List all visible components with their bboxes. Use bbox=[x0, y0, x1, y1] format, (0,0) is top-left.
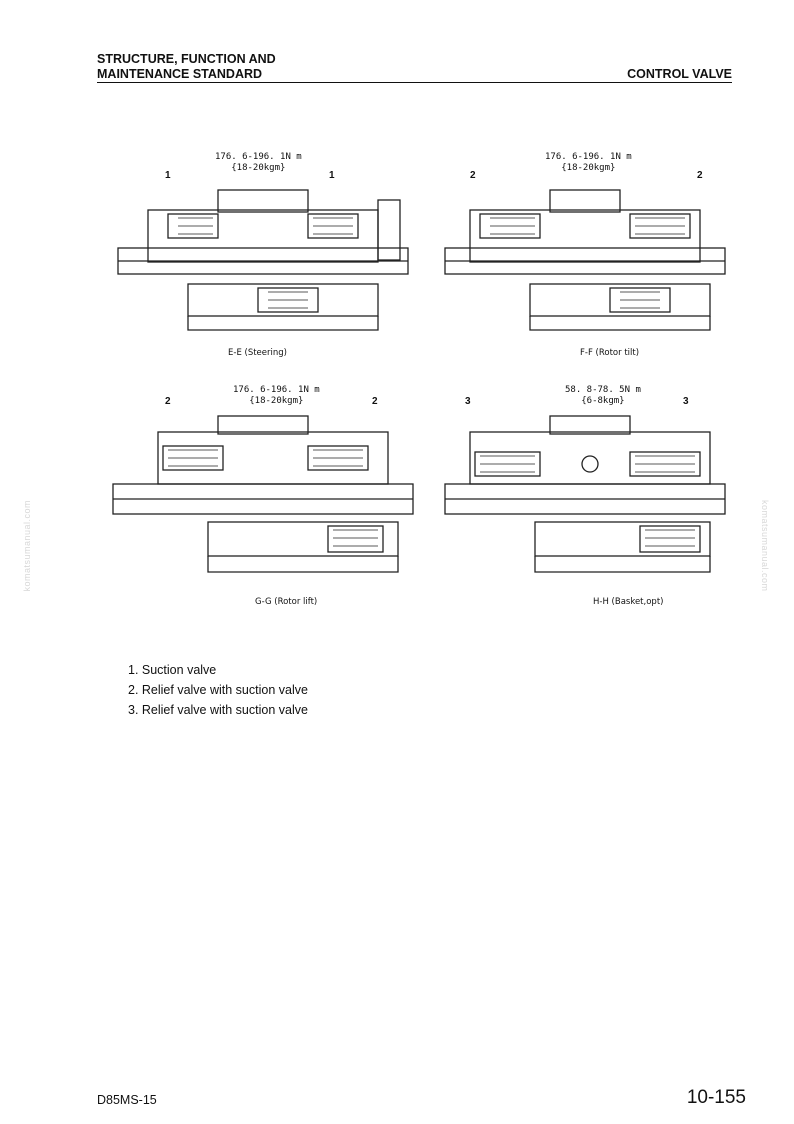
header-title: STRUCTURE, FUNCTION AND MAINTENANCE STAN… bbox=[97, 52, 276, 82]
torque-nm: 176. 6-196. 1N m bbox=[233, 385, 320, 395]
valve-section-drawing bbox=[117, 189, 409, 331]
torque-kgm: {18-20kgm} bbox=[231, 163, 286, 173]
torque-kgm: {18-20kgm} bbox=[561, 163, 616, 173]
callout-g-g-left: 2 bbox=[165, 396, 171, 407]
callout-f-f-left: 2 bbox=[470, 170, 476, 181]
header-title-line1: STRUCTURE, FUNCTION AND bbox=[97, 52, 276, 66]
torque-spec-h-h: 58. 8-78. 5N m {6-8kgm} bbox=[565, 385, 641, 407]
torque-nm: 176. 6-196. 1N m bbox=[215, 152, 302, 162]
torque-nm: 58. 8-78. 5N m bbox=[565, 385, 641, 395]
valve-section-drawing bbox=[444, 189, 726, 331]
legend-item: 3. Relief valve with suction valve bbox=[128, 703, 308, 717]
header-title-line2: MAINTENANCE STANDARD bbox=[97, 67, 263, 81]
torque-spec-g-g: 176. 6-196. 1N m {18-20kgm} bbox=[233, 385, 320, 407]
callout-h-h-right: 3 bbox=[683, 396, 689, 407]
torque-kgm: {18-20kgm} bbox=[249, 396, 304, 406]
diagram-h-h bbox=[440, 412, 730, 582]
torque-nm: 176. 6-196. 1N m bbox=[545, 152, 632, 162]
diagram-g-g bbox=[108, 412, 418, 582]
caption-f-f: F-F (Rotor tilt) bbox=[580, 348, 640, 358]
diagram-e-e bbox=[108, 180, 418, 350]
header-rule bbox=[97, 82, 732, 83]
callout-f-f-right: 2 bbox=[697, 170, 703, 181]
legend-item: 1. Suction valve bbox=[128, 663, 217, 677]
callout-h-h-left: 3 bbox=[465, 396, 471, 407]
model-number: D85MS-15 bbox=[97, 1093, 157, 1107]
legend-item: 2. Relief valve with suction valve bbox=[128, 683, 308, 697]
callout-e-e-left: 1 bbox=[165, 170, 171, 181]
caption-g-g: G-G (Rotor lift) bbox=[255, 597, 318, 607]
valve-section-drawing bbox=[444, 415, 726, 573]
caption-h-h: H-H (Basket,opt) bbox=[593, 597, 664, 607]
page-number: 10-155 bbox=[686, 1087, 746, 1108]
torque-spec-f-f: 176. 6-196. 1N m {18-20kgm} bbox=[545, 152, 632, 174]
callout-g-g-right: 2 bbox=[372, 396, 378, 407]
callout-e-e-right: 1 bbox=[329, 170, 335, 181]
diagram-f-f bbox=[440, 180, 730, 350]
caption-e-e: E-E (Steering) bbox=[228, 348, 287, 358]
watermark-left: komatsumanual.com bbox=[22, 500, 32, 592]
torque-spec-e-e: 176. 6-196. 1N m {18-20kgm} bbox=[215, 152, 302, 174]
valve-section-drawing bbox=[112, 415, 414, 573]
parts-legend: 1. Suction valve 2. Relief valve with su… bbox=[128, 660, 308, 720]
watermark-right: komatsumanual.com bbox=[760, 500, 770, 592]
section-title: CONTROL VALVE bbox=[627, 67, 732, 81]
torque-kgm: {6-8kgm} bbox=[581, 396, 625, 406]
